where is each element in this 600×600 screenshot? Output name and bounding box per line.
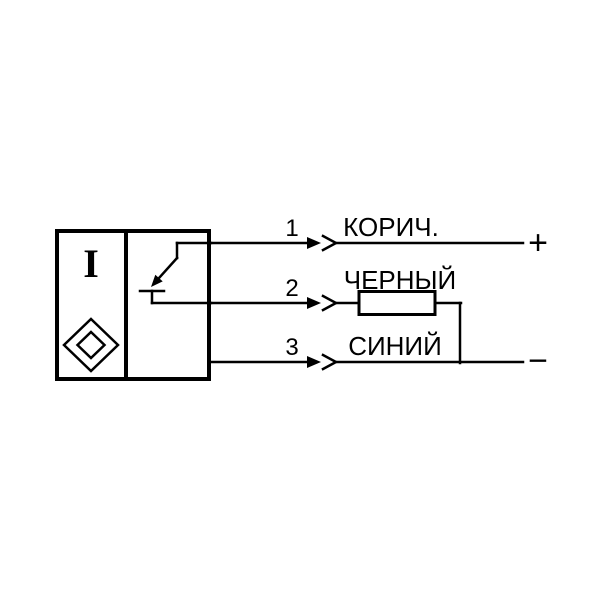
wire-2 — [207, 290, 463, 365]
connector-3-icon — [307, 353, 339, 371]
diamond-inner — [75, 330, 107, 360]
pin-3-color-label: СИНИЙ — [348, 331, 442, 361]
terminal-plus: + — [528, 224, 548, 262]
connector-2-pin-arrow — [307, 297, 321, 309]
sensor-body: I — [55, 229, 213, 381]
pin-3-number: 3 — [285, 334, 298, 361]
pin-1-color-label: КОРИЧ. — [343, 212, 439, 242]
sensor-outline — [55, 229, 211, 381]
connector-3-pin-arrow — [307, 356, 321, 368]
sensor-logo: I — [83, 241, 99, 286]
connector-1-icon — [307, 234, 339, 252]
wire-1 — [207, 234, 525, 252]
inductive-element-icon — [62, 317, 120, 373]
diamond-outer — [62, 317, 120, 373]
connector-3-socket-fork — [321, 353, 339, 371]
connector-1-pin-arrow — [307, 237, 321, 249]
pin-1-number: 1 — [285, 215, 298, 242]
terminal-minus: − — [528, 342, 548, 380]
connector-2-icon — [307, 294, 339, 312]
switch-blade — [157, 256, 179, 280]
pin-2-number: 2 — [285, 275, 298, 302]
wire-3 — [207, 353, 525, 371]
pin-2-color-label: ЧЕРНЫЙ — [344, 265, 457, 295]
connector-1-socket-fork — [321, 234, 339, 252]
switch-arrowhead — [151, 274, 163, 287]
connector-2-socket-fork — [321, 294, 339, 312]
output-switch-icon — [138, 241, 213, 305]
